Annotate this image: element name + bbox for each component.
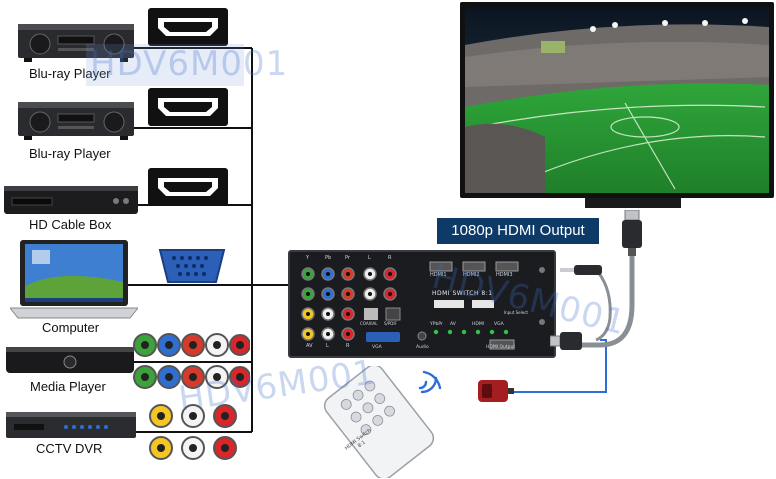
device-label: Blu-ray Player [29, 146, 111, 161]
watermark-box [86, 44, 244, 86]
dvr-icon [6, 412, 136, 438]
device-label: CCTV DVR [36, 441, 103, 456]
switch-title: HDMI SWITCH 8:1 [432, 290, 493, 297]
blu-ray-player-icon [18, 24, 134, 62]
cable-box-icon [4, 186, 138, 214]
ir-signal-icon [418, 370, 442, 394]
switch-panel [301, 261, 545, 350]
blu-ray-player-icon [18, 102, 134, 140]
remote-control-icon [323, 366, 435, 478]
tv-stand [585, 198, 681, 208]
av-connectors-icon [149, 404, 237, 460]
tv-screen-football-pitch [465, 7, 769, 193]
hdmi-connector-icon [148, 168, 228, 206]
vga-connector-icon [158, 249, 226, 283]
device-label: Blu-ray Player [29, 66, 111, 81]
laptop-icon [10, 240, 138, 319]
switch-top-labels: Y Pb Pr L R [306, 255, 392, 261]
hdmi-connector-icon [148, 8, 228, 46]
ir-receiver-icon [478, 380, 514, 402]
hdmi-cable-plug-icon [550, 332, 582, 350]
hdmi-connector-icon [148, 88, 228, 126]
component-av-connectors-icon [133, 333, 250, 389]
device-label: Media Player [30, 379, 106, 394]
hdmi-output-label: 1080p HDMI Output [437, 218, 599, 244]
hdmi-switch-box: Y Pb Pr L R AV L R COAXIAL S/PDIF HDMI1 … [288, 250, 556, 358]
hdmi-cable-plug-icon [622, 210, 642, 256]
television [460, 2, 774, 198]
audio-jack-icon [560, 265, 602, 275]
media-player-icon [6, 347, 134, 373]
device-label: Computer [42, 320, 100, 335]
device-label: HD Cable Box [29, 217, 112, 232]
switch-input-label: Input Select [504, 310, 528, 315]
